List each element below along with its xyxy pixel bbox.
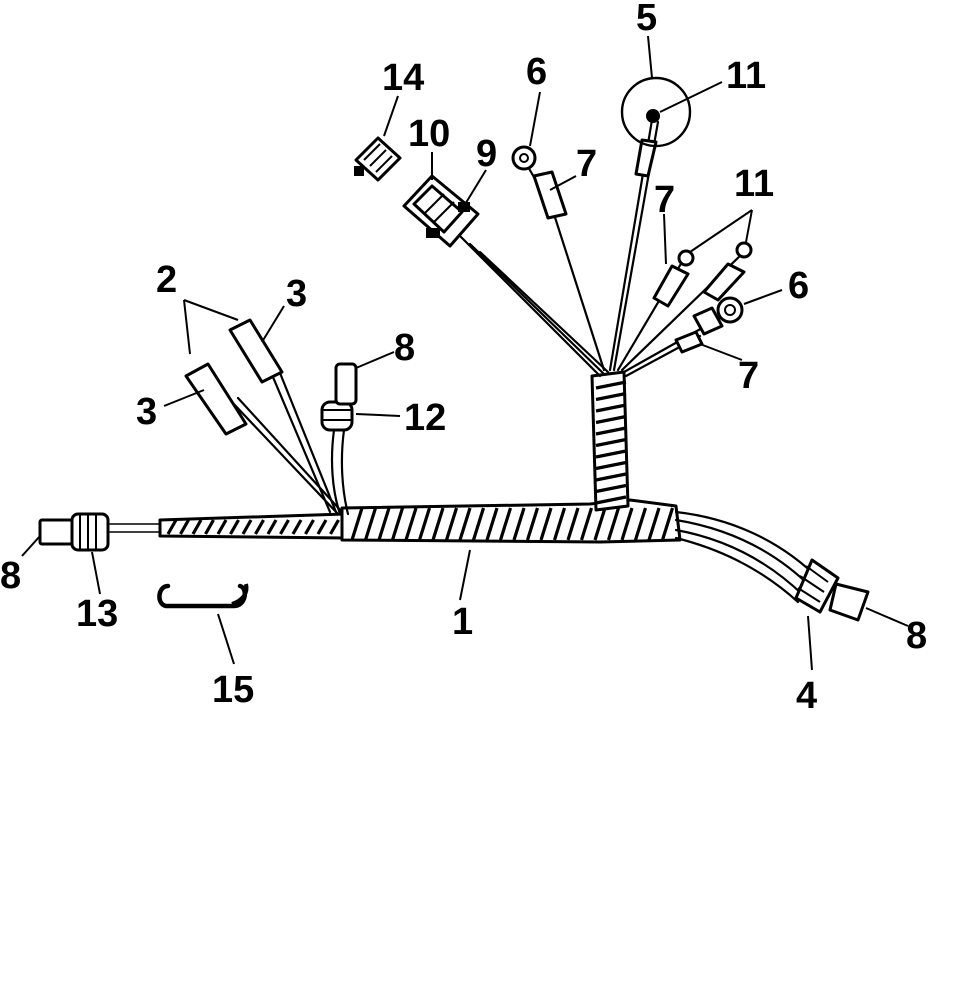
tape-wrap-stripe — [329, 519, 340, 535]
left-end-connector — [38, 512, 161, 552]
tape-wrap-stripe — [363, 507, 378, 541]
tape-wrap-stripe — [595, 426, 627, 436]
main-harness-trunk — [158, 370, 682, 544]
tape-wrap-stripe — [179, 519, 190, 535]
callout-14: 14 — [382, 57, 424, 99]
callout-7-lower: 7 — [738, 355, 759, 397]
tape-wrap-stripe — [204, 519, 215, 535]
callout-7-top: 7 — [576, 143, 597, 185]
callout-13: 13 — [76, 593, 118, 635]
callout-labels: 1 2 3 3 4 5 6 6 7 7 7 8 8 8 9 10 11 11 1… — [0, 0, 927, 717]
callout-7-right: 7 — [654, 179, 675, 221]
part-15-clip — [157, 583, 249, 609]
leader-lines — [21, 35, 909, 671]
tape-wrap-stripe — [595, 414, 627, 425]
callout-8-branch: 8 — [394, 327, 415, 369]
tape-wrap-stripe — [620, 507, 634, 541]
tape-wrap-stripe — [647, 507, 661, 541]
tape-wrap-stripe — [606, 507, 621, 541]
tape-wrap-stripe — [595, 391, 627, 402]
tape-wrap-stripe — [633, 507, 648, 541]
callout-10: 10 — [408, 113, 450, 155]
left-branch-wires — [184, 318, 358, 516]
tape-wrap-stripe — [350, 507, 364, 541]
tape-wrap-stripe — [316, 519, 328, 535]
callout-3-upper: 3 — [286, 273, 307, 315]
tape-wrap-stripe — [266, 519, 278, 535]
callout-2: 2 — [156, 259, 177, 301]
tape-wrap-stripe — [539, 507, 553, 541]
callout-5: 5 — [636, 0, 657, 39]
tape-wrap-stripe — [595, 403, 627, 413]
tape-wrap-stripe — [254, 519, 265, 535]
upper-fan-wires — [458, 76, 753, 378]
tape-wrap-stripe — [191, 519, 203, 535]
tape-wrap-stripe — [216, 519, 228, 535]
callout-8-right: 8 — [906, 615, 927, 657]
tape-wrap-stripe — [498, 507, 513, 541]
callout-6-top: 6 — [526, 51, 547, 93]
tape-wrap-stripe — [595, 460, 627, 471]
tape-wrap-stripe — [593, 507, 607, 541]
tape-wrap-stripe — [595, 449, 627, 459]
tape-wrap-stripe — [458, 507, 472, 541]
tape-wrap-stripe — [512, 507, 526, 541]
tape-wrap-stripe — [444, 507, 459, 541]
tape-wrap-stripe — [291, 519, 303, 535]
tape-wrap-stripe — [417, 507, 432, 541]
tape-wrap-stripe — [566, 507, 580, 541]
tape-wrap-stripe — [579, 507, 594, 541]
callout-12: 12 — [404, 397, 446, 439]
tape-wrap-stripe — [485, 507, 499, 541]
connector-9-10 — [402, 174, 480, 248]
tape-wrap-stripe — [279, 519, 290, 535]
callout-1: 1 — [452, 601, 473, 643]
callout-3-lower: 3 — [136, 391, 157, 433]
tape-wrap-stripe — [552, 507, 567, 541]
tape-wrap-stripe — [595, 437, 627, 448]
tape-wrap-stripe — [229, 519, 240, 535]
callout-4: 4 — [796, 675, 817, 717]
callout-15: 15 — [212, 669, 254, 711]
part-14-clip — [354, 136, 402, 182]
callout-8-left: 8 — [0, 555, 21, 597]
tape-wrap-stripe — [304, 519, 315, 535]
tape-wrap-stripe — [404, 507, 418, 541]
tape-wrap-stripe — [377, 507, 391, 541]
tape-wrap-stripe — [525, 507, 540, 541]
tape-wrap-stripe — [595, 483, 627, 494]
tape-wrap-stripe — [390, 507, 405, 541]
tape-wrap-stripe — [241, 519, 253, 535]
tape-wrap-stripe — [595, 380, 627, 390]
tape-wrap-stripe — [660, 507, 675, 541]
tape-wrap-stripe — [595, 472, 627, 482]
callout-11-top: 11 — [726, 55, 766, 97]
callout-11-right: 11 — [734, 163, 774, 205]
right-end-connector — [674, 510, 870, 622]
callout-9: 9 — [476, 133, 497, 175]
tape-wrap-stripe — [595, 495, 627, 505]
tape-wrap-stripe — [471, 507, 486, 541]
tape-wrap-stripe — [431, 507, 445, 541]
callout-6-right: 6 — [788, 265, 809, 307]
tape-wrap-stripe — [166, 519, 178, 535]
